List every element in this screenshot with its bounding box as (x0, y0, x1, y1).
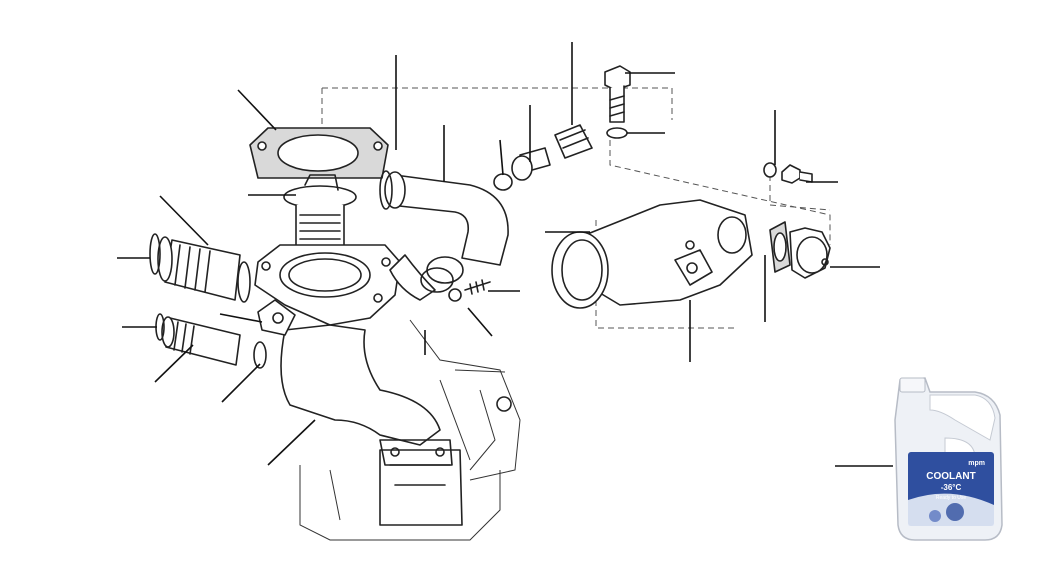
housing-gasket (249, 127, 389, 179)
small-screw (763, 162, 813, 184)
callout-leaders (117, 42, 893, 467)
jug-grade: -36°C (941, 483, 962, 492)
outlet-cap (769, 221, 831, 279)
jug-brand: mpm (968, 460, 985, 467)
jug-tagline: Ready to Use (936, 495, 967, 501)
outlet-elbow (551, 199, 753, 309)
thermostat-housing (254, 244, 453, 466)
coolant-jug: mpm COOLANT -36°C Ready to Use (894, 377, 1003, 541)
upper-hose (149, 233, 251, 303)
jug-product-name: COOLANT (926, 471, 975, 482)
temperature-sender (493, 124, 593, 191)
bolt (604, 65, 631, 139)
lower-hose (155, 313, 267, 369)
housing-sensor (257, 299, 296, 336)
elbow-hose (379, 170, 509, 302)
